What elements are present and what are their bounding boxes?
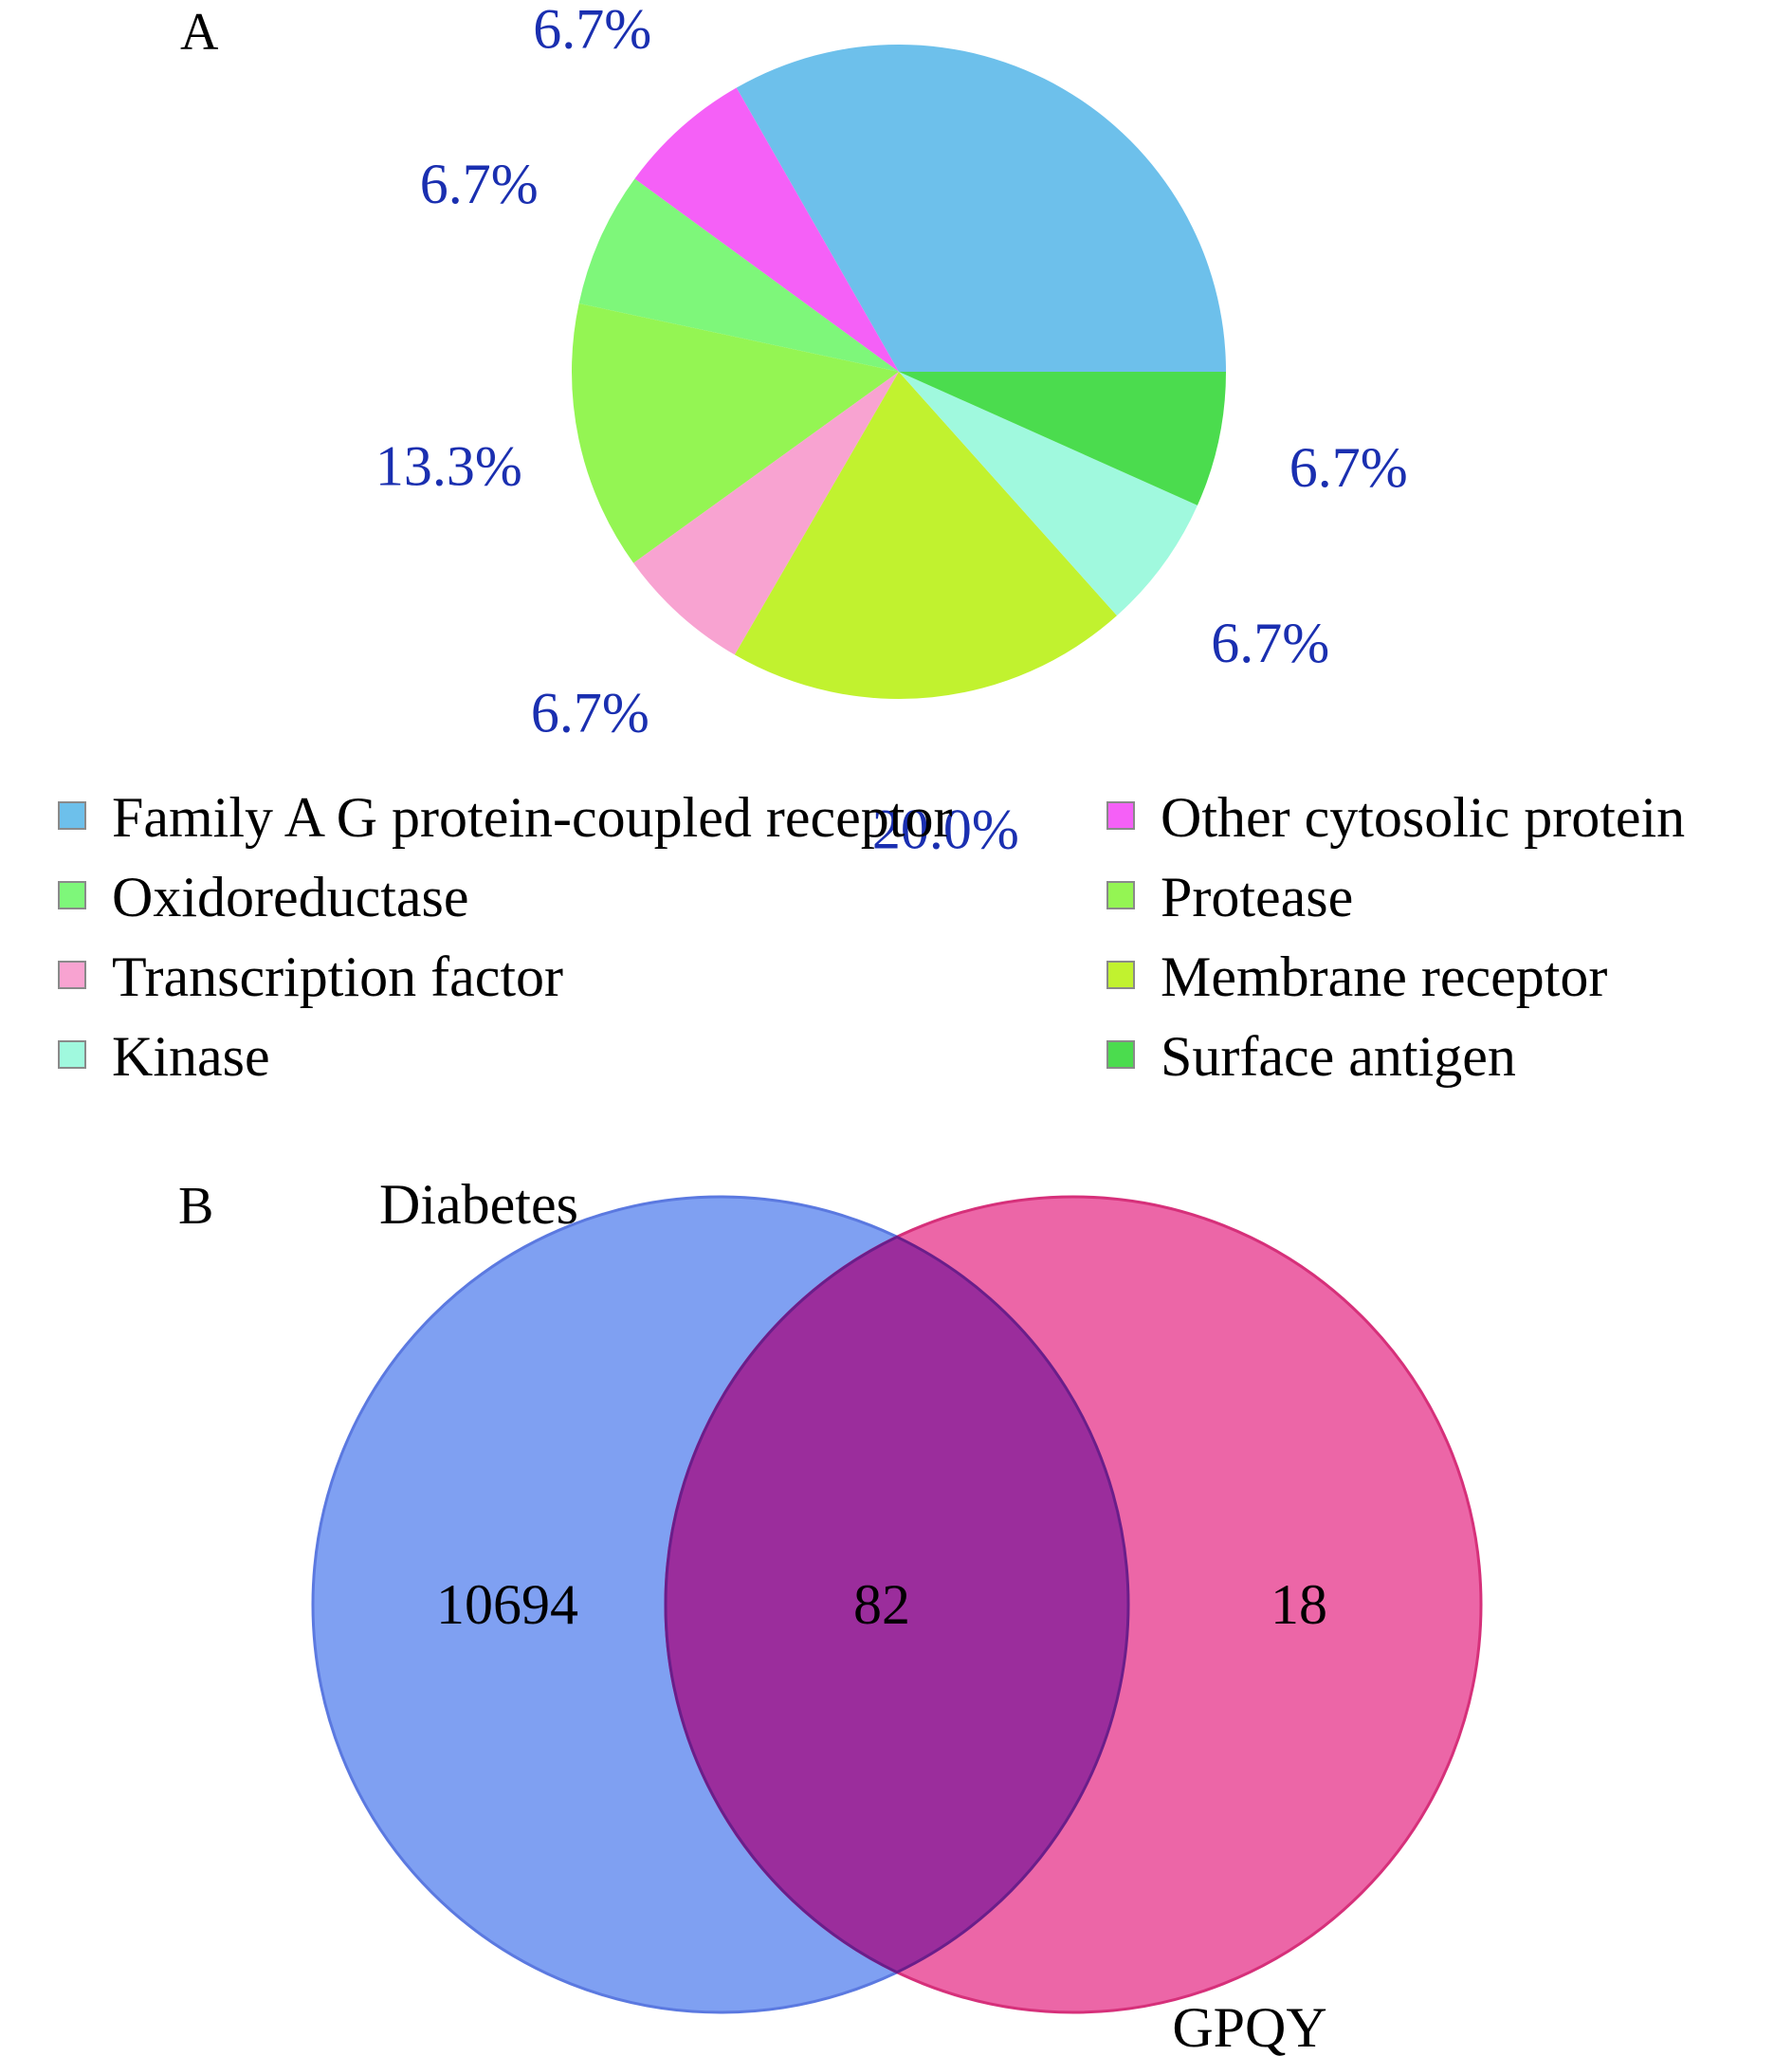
venn-diagram: Diabetes GPQY 10694 82 18	[311, 1173, 1483, 2056]
pie-data-label-0: 33.3%	[1056, 0, 1203, 6]
pie-slice-2	[578, 178, 899, 372]
legend-label-6: Kinase	[112, 1025, 270, 1088]
pie-slice-1	[634, 87, 899, 372]
legend-swatch-3	[1106, 881, 1135, 909]
panel-a-letter: A	[180, 3, 219, 62]
venn-count-diabetes-only: 10694	[436, 1573, 578, 1636]
pie-slice-6	[899, 372, 1198, 616]
legend-swatch-6	[58, 1040, 86, 1069]
pie-slice-4	[633, 372, 899, 655]
legend-swatch-7	[1106, 1040, 1135, 1069]
legend-swatch-5	[1106, 961, 1135, 989]
venn-intersection	[664, 1235, 1130, 1974]
pie-slice-3	[572, 303, 899, 563]
pie-slice-0	[736, 44, 1226, 372]
legend-label-5: Membrane receptor	[1161, 945, 1607, 1008]
legend-swatch-4	[58, 961, 86, 989]
venn-label-diabetes: Diabetes	[379, 1173, 578, 1236]
pie-data-label-5: 20.0%	[872, 799, 1019, 861]
pie-slice-5	[734, 372, 1117, 700]
pie-legend: Family A G protein-coupled receptor Other…	[58, 786, 1685, 1088]
legend-label-0: Family A G protein-coupled receptor	[112, 786, 952, 849]
legend-swatch-2	[58, 881, 86, 909]
legend-swatch-0	[58, 801, 86, 830]
venn-label-gpqy: GPQY	[1172, 1996, 1326, 2056]
pie-slice-7	[899, 372, 1226, 505]
legend-swatch-1	[1106, 801, 1135, 830]
panel-b-letter: B	[178, 1177, 213, 1236]
legend-label-4: Transcription factor	[112, 945, 563, 1008]
legend-label-1: Other cytosolic protein	[1161, 786, 1685, 849]
pie-data-label-4: 6.7%	[531, 682, 649, 744]
legend-label-2: Oxidoreductase	[112, 866, 469, 928]
venn-count-gpqy-only: 18	[1271, 1573, 1327, 1636]
pie-data-label-3: 13.3%	[375, 435, 522, 498]
pie-chart	[572, 44, 1226, 700]
legend-label-7: Surface antigen	[1161, 1025, 1516, 1088]
pie-data-label-1: 6.7%	[533, 0, 651, 61]
legend-label-3: Protease	[1161, 866, 1353, 928]
pie-data-label-2: 6.7%	[420, 153, 539, 215]
pie-data-labels: 33.3% 6.7% 6.7% 13.3% 6.7% 20.0% 6.7% 6.7%	[375, 0, 1408, 861]
venn-count-intersection: 82	[853, 1573, 910, 1636]
pie-data-label-6: 6.7%	[1211, 612, 1329, 674]
pie-data-label-7: 6.7%	[1289, 436, 1408, 499]
